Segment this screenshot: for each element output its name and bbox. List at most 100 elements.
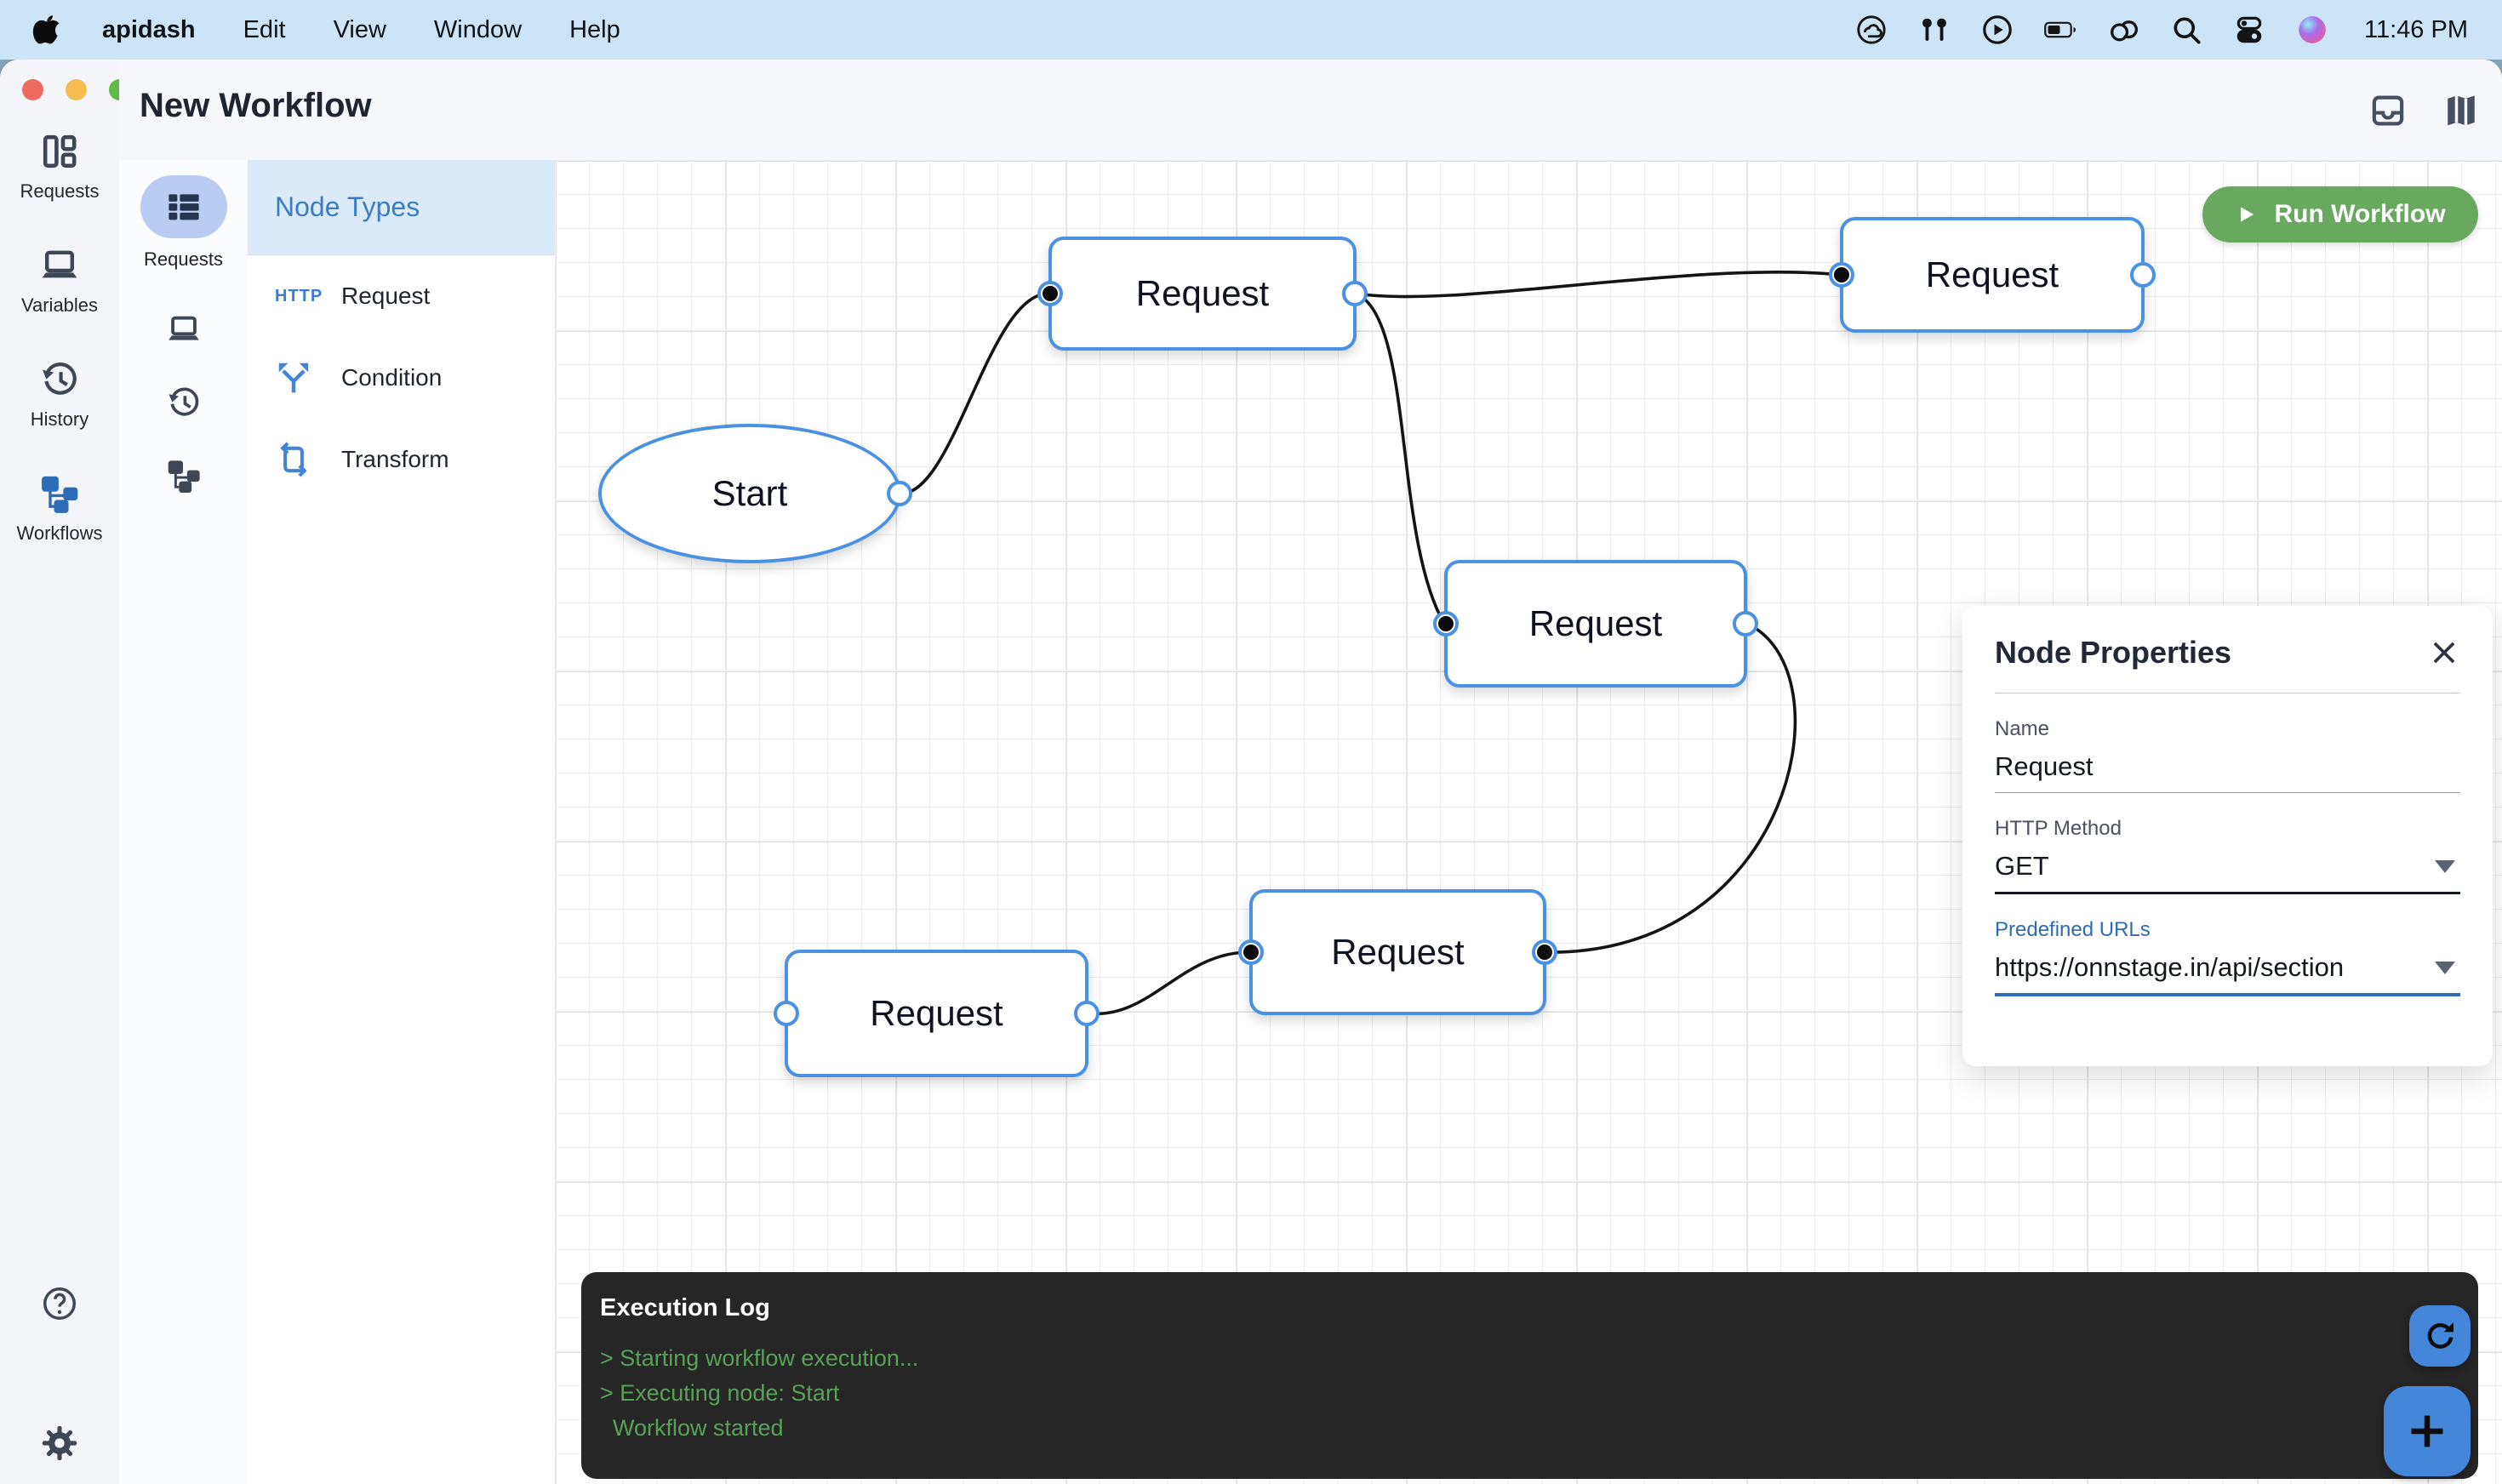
node-port-right[interactable] <box>887 481 912 506</box>
field-label: HTTP Method <box>1995 817 2122 840</box>
page-title: New Workflow <box>140 87 372 124</box>
toggles-icon[interactable] <box>2233 14 2265 46</box>
sidebar-item-label: Variables <box>20 294 99 316</box>
node-port-left[interactable] <box>774 1001 799 1026</box>
workflow-node-request-1[interactable]: Request <box>1037 237 1368 351</box>
node-port-right[interactable] <box>1074 1001 1100 1026</box>
menu-item-edit[interactable]: Edit <box>243 15 286 43</box>
plus-icon <box>2405 1409 2449 1453</box>
workflow-icon[interactable] <box>166 458 202 494</box>
node-port-left[interactable] <box>1829 262 1854 288</box>
workflow-node-request-2[interactable]: Request <box>1829 217 2156 333</box>
history-icon[interactable] <box>166 385 202 420</box>
node-palette-title: Node Types <box>275 191 420 222</box>
minimize-window-button[interactable] <box>66 79 87 100</box>
play-circle-icon[interactable] <box>1981 14 2014 46</box>
sidebar-item-label: Workflows <box>16 522 103 544</box>
edge-start-to-request-1 <box>900 292 1049 495</box>
refresh-button[interactable] <box>2409 1305 2471 1367</box>
sidebar-item-requests-active[interactable] <box>140 175 227 238</box>
dashboard-icon <box>39 131 80 172</box>
close-window-button[interactable] <box>22 79 43 100</box>
caret-down-icon[interactable] <box>2435 859 2455 873</box>
airpods-icon[interactable] <box>1918 14 1951 46</box>
laptop-icon <box>39 245 80 286</box>
transform-icon <box>275 441 341 478</box>
node-port-right[interactable] <box>1532 939 1557 965</box>
node-port-right[interactable] <box>2130 262 2156 288</box>
app-menu[interactable]: apidash <box>102 15 196 43</box>
creative-cloud-icon[interactable] <box>1855 14 1888 46</box>
property-field-predefined-urls: Predefined URLs https://onnstage.in/api/s… <box>1995 918 2460 996</box>
run-workflow-label: Run Workflow <box>2274 200 2446 228</box>
palette-item-label: Transform <box>341 446 449 472</box>
tray-icon[interactable] <box>2369 92 2407 129</box>
gear-icon[interactable] <box>41 1424 78 1462</box>
traffic-lights <box>22 79 130 100</box>
workflow-icon <box>39 473 80 514</box>
map-icon[interactable] <box>2442 92 2480 129</box>
history-icon <box>39 359 80 400</box>
menu-item-view[interactable]: View <box>333 15 386 43</box>
list-icon <box>164 187 203 226</box>
node-port-left[interactable] <box>1238 939 1264 965</box>
search-icon[interactable] <box>2170 14 2202 46</box>
palette-item-label: Condition <box>341 364 443 391</box>
node-label: Request <box>1331 932 1465 972</box>
sidebar-item-history[interactable]: History <box>31 359 89 431</box>
caret-down-icon[interactable] <box>2435 961 2455 974</box>
menu-item-window[interactable]: Window <box>433 15 523 43</box>
node-label: Start <box>711 473 788 513</box>
siri-icon[interactable] <box>2296 14 2328 46</box>
macos-menu-bar: apidash Edit View Window Help 11:46 PM <box>0 0 2502 60</box>
sidebar-item-label: Requests <box>144 248 223 270</box>
run-workflow-button[interactable]: Run Workflow <box>2202 186 2478 243</box>
link-icon[interactable] <box>2107 14 2139 46</box>
execution-log-panel: Execution Log > Starting workflow execut… <box>581 1272 2478 1479</box>
node-label: Request <box>1925 254 2059 294</box>
workflow-node-request-4[interactable]: Request <box>1238 889 1557 1015</box>
play-icon <box>2235 203 2257 225</box>
menu-item-help[interactable]: Help <box>569 15 620 43</box>
title-bar: New Workflow <box>119 60 2502 160</box>
field-value[interactable]: Request <box>1995 751 2094 781</box>
sidebar-item-variables[interactable]: Variables <box>21 245 98 317</box>
refresh-icon <box>2423 1319 2457 1353</box>
node-label: Request <box>870 993 1003 1033</box>
execution-log-title: Execution Log <box>600 1294 770 1321</box>
palette-item-condition[interactable]: Condition <box>248 337 555 419</box>
node-port-right[interactable] <box>1342 281 1368 306</box>
help-icon[interactable] <box>41 1285 78 1322</box>
sidebar-item-workflows[interactable]: Workflows <box>16 473 103 545</box>
field-value[interactable]: GET <box>1995 851 2049 881</box>
node-properties-title: Node Properties <box>1995 635 2232 670</box>
log-line: > Executing node: Start <box>600 1380 840 1406</box>
field-value[interactable]: https://onnstage.in/api/section <box>1995 952 2345 982</box>
node-port-left[interactable] <box>1433 611 1459 636</box>
add-node-button[interactable] <box>2384 1386 2471 1476</box>
battery-icon[interactable] <box>2044 14 2076 46</box>
node-port-left[interactable] <box>1037 281 1063 306</box>
edge-request-1-to-request-3 <box>1356 292 1446 625</box>
sidebar-item-requests[interactable]: Requests <box>20 131 99 203</box>
node-port-right[interactable] <box>1733 611 1758 636</box>
secondary-sidebar: Requests <box>119 160 248 1484</box>
menu-clock[interactable]: 11:46 PM <box>2364 15 2468 43</box>
workflow-node-start[interactable]: Start <box>598 424 912 563</box>
log-line: > Starting workflow execution... <box>600 1345 919 1371</box>
apple-menu-icon[interactable] <box>32 13 61 47</box>
laptop-icon[interactable] <box>166 311 202 347</box>
workflow-node-request-3[interactable]: Request <box>1433 560 1758 688</box>
workflow-node-request-5[interactable]: Request <box>774 950 1100 1077</box>
close-icon[interactable] <box>2428 636 2460 669</box>
field-label: Predefined URLs <box>1995 918 2151 941</box>
palette-item-transform[interactable]: Transform <box>248 419 555 500</box>
http-badge: HTTP <box>275 286 323 305</box>
